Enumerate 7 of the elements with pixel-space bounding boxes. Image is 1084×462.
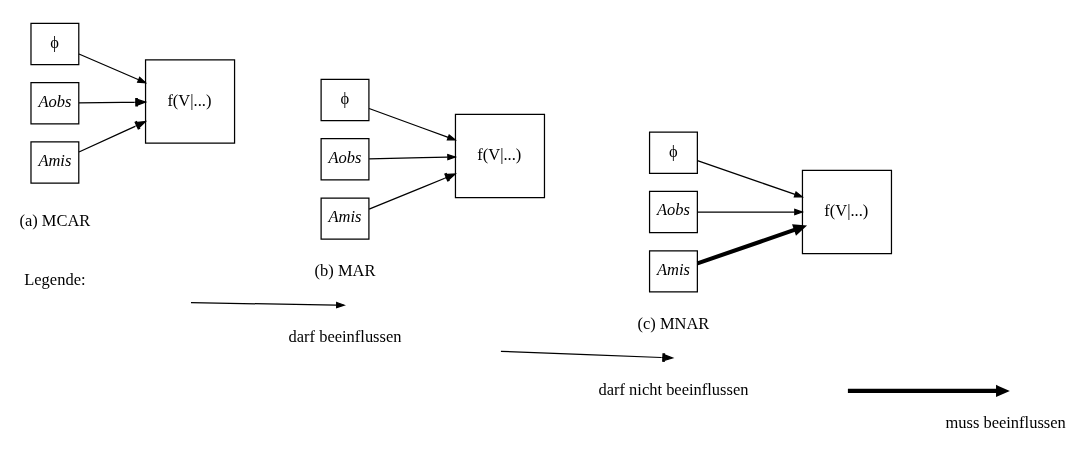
label: (c) MNAR: [637, 314, 710, 334]
legend-label: muss beeinflussen: [945, 412, 1066, 432]
label: (b) MAR: [314, 261, 376, 281]
legend-label: darf nicht beeinflussen: [598, 380, 749, 400]
legend-label: darf beeinflussen: [288, 327, 402, 347]
label: (a) MCAR: [19, 211, 91, 231]
label: Legende:: [24, 269, 86, 289]
